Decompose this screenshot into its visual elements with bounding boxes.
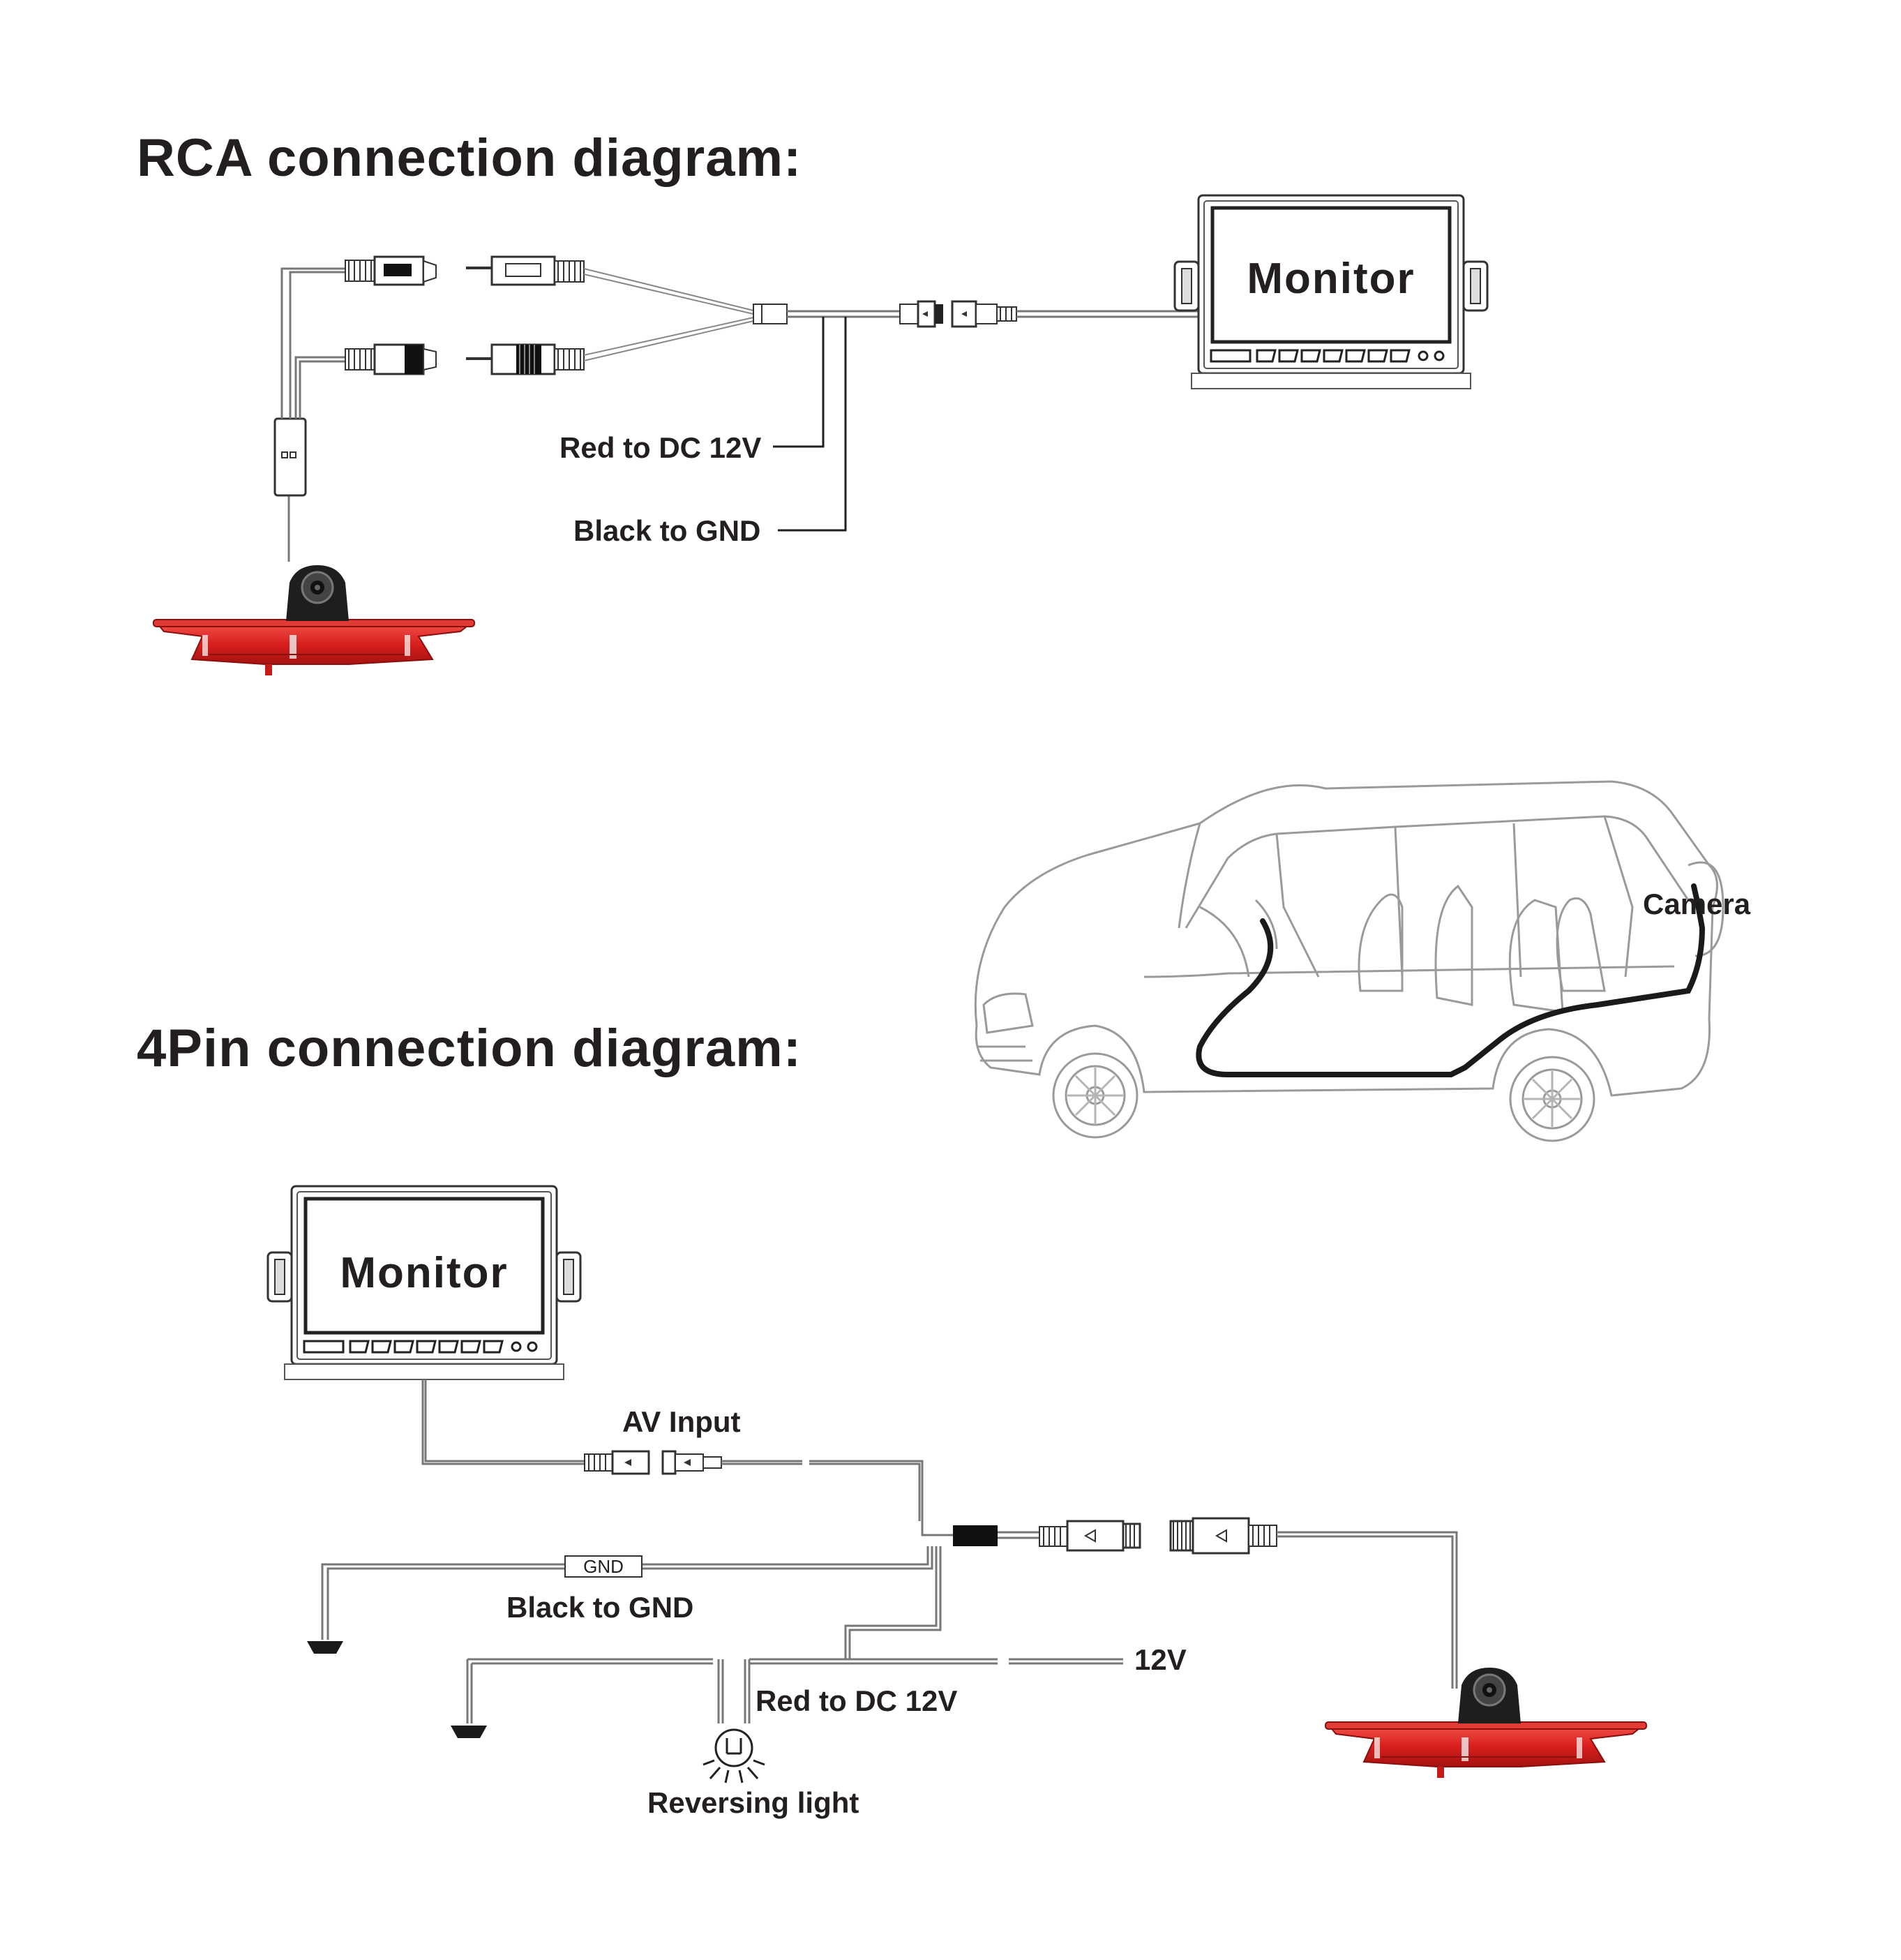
- camera-label: Camera: [1643, 888, 1751, 920]
- rca-monitor-label: Monitor: [1247, 255, 1415, 303]
- gnd-branch: GND: [307, 1546, 933, 1654]
- rca-black-label: Black to GND: [573, 514, 760, 547]
- gnd-tag-text: GND: [583, 1556, 624, 1577]
- pin4-camera-light: [1324, 1666, 1648, 1779]
- rca-monitor: Monitor: [1175, 195, 1487, 389]
- cable-junction-block: [953, 1525, 998, 1546]
- reversing-label: Reversing light: [647, 1786, 859, 1819]
- rca-female-video: [345, 255, 437, 286]
- rca-red-label: Red to DC 12V: [559, 431, 761, 464]
- rca-female-power: [345, 343, 437, 375]
- ground-icon: [307, 1641, 343, 1654]
- ground-icon: [451, 1726, 487, 1738]
- v12-label: 12V: [1134, 1643, 1187, 1676]
- black-lead-line: [778, 317, 847, 532]
- rca-camera-cable: [273, 267, 345, 562]
- bulb-icon: [702, 1728, 765, 1783]
- red-lead-line: [773, 317, 825, 448]
- rca-male-power: [466, 343, 585, 375]
- rca-y-cable: [583, 268, 1199, 532]
- pin4-monitor: Monitor: [268, 1186, 580, 1379]
- pin4-monitor-label: Monitor: [340, 1249, 508, 1297]
- pin4-red-label: Red to DC 12V: [756, 1684, 957, 1717]
- car-illustration: Camera: [974, 780, 1751, 1142]
- red-branch: [451, 1546, 1123, 1738]
- pin4-title: 4Pin connection diagram:: [137, 1019, 802, 1078]
- pin4-black-label: Black to GND: [506, 1591, 693, 1624]
- pin4-harness: [921, 1517, 1458, 1689]
- av-input-label: AV Input: [622, 1405, 741, 1438]
- car-cable-route: [1196, 883, 1706, 1077]
- rca-male-video: [466, 255, 585, 286]
- rca-camera-light: [152, 564, 476, 677]
- av-input-cable: [421, 1379, 924, 1521]
- rca-title: RCA connection diagram:: [137, 128, 802, 188]
- gnd-tag: [564, 1555, 643, 1578]
